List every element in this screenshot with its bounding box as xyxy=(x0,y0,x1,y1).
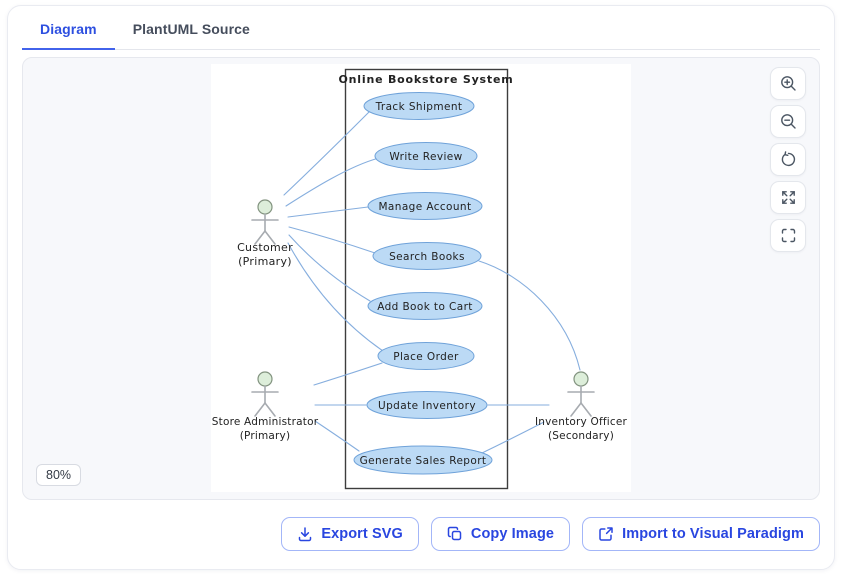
assoc-customer-manage-account xyxy=(287,206,369,218)
zoom-in-button[interactable] xyxy=(770,67,806,100)
tab-plantuml-source[interactable]: PlantUML Source xyxy=(132,21,250,37)
usecase-diagram: Online Bookstore System xyxy=(212,68,627,490)
import-to-visual-paradigm-button[interactable]: Import to Visual Paradigm xyxy=(582,517,820,551)
usecase-manage-account xyxy=(367,192,483,220)
usecase-update-inventory xyxy=(366,391,488,419)
actor-body xyxy=(567,385,595,417)
copy-image-label: Copy Image xyxy=(470,526,555,542)
use-case-labels: Track Shipment Write Review Manage Accou… xyxy=(360,101,487,467)
zoom-out-button[interactable] xyxy=(770,105,806,138)
expand-button[interactable] xyxy=(770,181,806,214)
usecase-label: Place Order xyxy=(393,351,459,363)
usecase-label: Add Book to Cart xyxy=(377,301,473,313)
system-title: Online Bookstore System xyxy=(339,73,514,86)
tab-bar: Diagram PlantUML Source xyxy=(22,6,820,50)
zoom-out-icon xyxy=(780,114,796,129)
assoc-customer-write-review xyxy=(285,157,380,207)
actor-stereotype: (Secondary) xyxy=(548,430,614,442)
copy-icon xyxy=(447,526,462,541)
actor-body xyxy=(251,213,279,245)
actor-head xyxy=(573,371,589,387)
diagram-panel: Online Bookstore System xyxy=(22,57,820,500)
usecase-label: Generate Sales Report xyxy=(360,455,487,467)
zoom-controls xyxy=(770,67,806,252)
action-bar: Export SVG Copy Image Import to Visual P… xyxy=(22,517,820,551)
tab-diagram[interactable]: Diagram xyxy=(22,6,115,50)
usecase-label: Search Books xyxy=(389,251,465,263)
association-lines xyxy=(283,111,581,454)
diagram-canvas[interactable]: Online Bookstore System xyxy=(211,64,631,492)
viewer-card: Diagram PlantUML Source Online Bookstore… xyxy=(7,5,835,570)
assoc-inventory-officer-search-books xyxy=(478,260,581,371)
expand-icon xyxy=(781,191,795,204)
actor-customer: Customer (Primary) xyxy=(237,199,293,268)
actor-name: Customer xyxy=(237,241,293,254)
actor-store-administrator: Store Administrator (Primary) xyxy=(212,371,319,442)
actor-head xyxy=(257,371,273,387)
usecase-write-review xyxy=(374,142,478,170)
zoom-in-icon xyxy=(780,76,796,91)
usecase-track-shipment xyxy=(363,92,475,120)
usecase-generate-sales-report xyxy=(353,445,493,475)
usecase-label: Manage Account xyxy=(378,201,471,213)
actor-inventory-officer: Inventory Officer (Secondary) xyxy=(535,371,627,442)
assoc-inventory-officer-generate-sales-report xyxy=(481,421,545,454)
actor-name: Inventory Officer xyxy=(535,416,627,428)
assoc-customer-search-books xyxy=(288,226,376,254)
reset-view-button[interactable] xyxy=(770,143,806,176)
usecase-add-book-to-cart xyxy=(367,292,483,320)
fullscreen-icon xyxy=(781,228,795,243)
reset-view-icon xyxy=(781,151,795,167)
actor-stereotype: (Primary) xyxy=(240,430,291,442)
fullscreen-button[interactable] xyxy=(770,219,806,252)
actor-head xyxy=(257,199,273,215)
assoc-customer-place-order xyxy=(287,242,384,352)
usecase-label: Write Review xyxy=(389,151,462,163)
assoc-store-admin-place-order xyxy=(313,362,383,386)
download-icon xyxy=(299,527,312,542)
copy-image-button[interactable]: Copy Image xyxy=(430,517,571,551)
export-svg-button[interactable]: Export SVG xyxy=(281,517,419,551)
usecase-label: Update Inventory xyxy=(378,400,476,412)
system-boundary xyxy=(344,68,509,490)
assoc-customer-track-shipment xyxy=(283,111,370,196)
usecase-label: Track Shipment xyxy=(375,101,463,113)
use-cases xyxy=(353,92,493,475)
actor-stereotype: (Primary) xyxy=(238,255,292,268)
assoc-customer-add-book-to-cart xyxy=(288,234,371,302)
export-svg-label: Export SVG xyxy=(321,526,403,542)
zoom-level-badge: 80% xyxy=(36,464,82,486)
import-to-visual-paradigm-label: Import to Visual Paradigm xyxy=(622,526,804,542)
actor-body xyxy=(251,385,279,417)
usecase-search-books xyxy=(372,242,482,270)
usecase-place-order xyxy=(377,342,475,370)
external-link-icon xyxy=(599,527,613,541)
assoc-store-admin-generate-sales-report xyxy=(314,420,360,452)
actor-name: Store Administrator xyxy=(212,416,319,428)
